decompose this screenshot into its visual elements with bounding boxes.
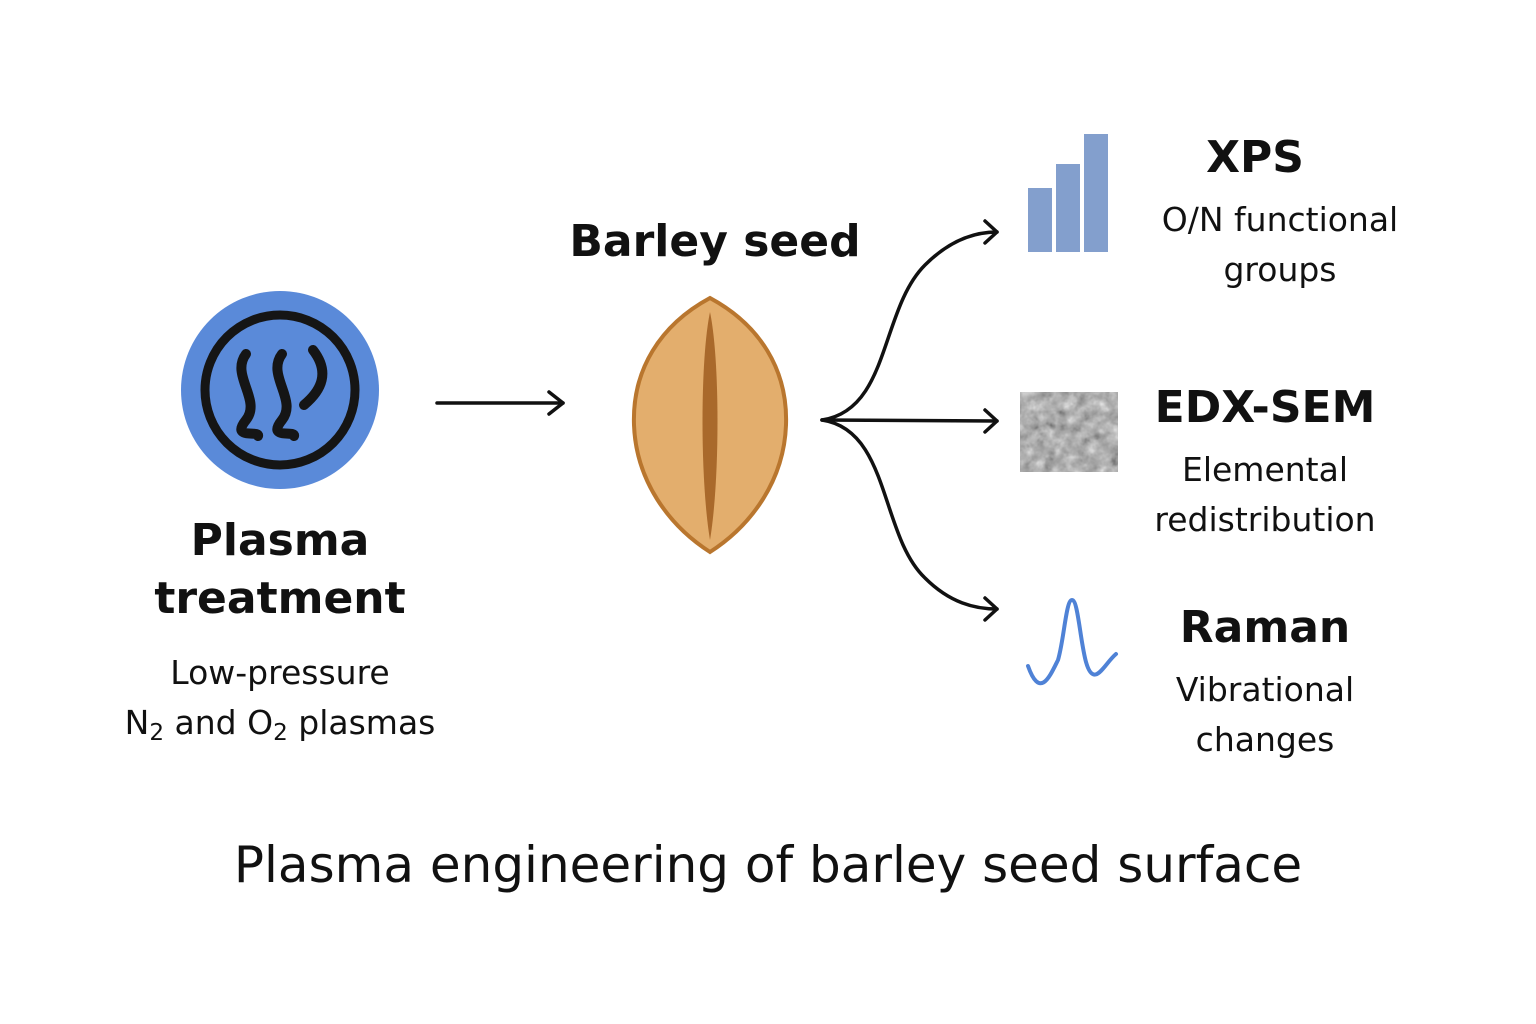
spectrum-peak-icon: [1026, 598, 1118, 686]
branch-arrows: [820, 219, 999, 622]
plasma-waves-icon: [181, 291, 379, 489]
n-symbol: N: [124, 703, 150, 742]
barley-seed-icon: [631, 295, 789, 555]
arrow-plasma-to-seed: [435, 390, 565, 416]
bar-chart-icon: [1028, 134, 1108, 252]
raman-desc-line2: changes: [1195, 720, 1335, 759]
n-subscript: 2: [149, 719, 165, 746]
o-subscript: 2: [273, 719, 288, 746]
and-o-text: and O: [174, 703, 274, 742]
edx-title: EDX-SEM: [1154, 382, 1376, 433]
plasmas-text: plasmas: [298, 703, 436, 742]
plasma-subtitle: Low-pressure N2 and O2 plasmas: [90, 648, 470, 758]
raman-title: Raman: [1179, 602, 1351, 653]
edx-description: Elemental redistribution: [1110, 445, 1420, 545]
sem-texture-icon: [1020, 392, 1118, 472]
plasma-title-line1: Plasma: [190, 515, 370, 566]
seed-title: Barley seed: [569, 216, 861, 267]
diagram-caption: Plasma engineering of barley seed surfac…: [233, 836, 1303, 894]
plasma-subtitle-line2: N2 and O2 plasmas: [90, 698, 470, 758]
arrow-to-xps: [820, 230, 999, 422]
xps-description: O/N functional groups: [1125, 195, 1435, 295]
arrow-to-edx: [820, 418, 999, 423]
raman-description: Vibrational changes: [1140, 665, 1390, 765]
arrow-to-raman: [820, 418, 999, 611]
edx-desc-line2: redistribution: [1154, 500, 1376, 539]
plasma-title: Plasma treatment: [130, 512, 430, 628]
plasma-title-line2: treatment: [154, 573, 406, 624]
xps-title: XPS: [1206, 132, 1304, 183]
plasma-subtitle-line1: Low-pressure: [170, 653, 390, 692]
xps-desc-line2: groups: [1223, 250, 1337, 289]
xps-desc-line1: O/N functional: [1161, 200, 1399, 239]
edx-desc-line1: Elemental: [1181, 450, 1348, 489]
raman-desc-line1: Vibrational: [1175, 670, 1355, 709]
